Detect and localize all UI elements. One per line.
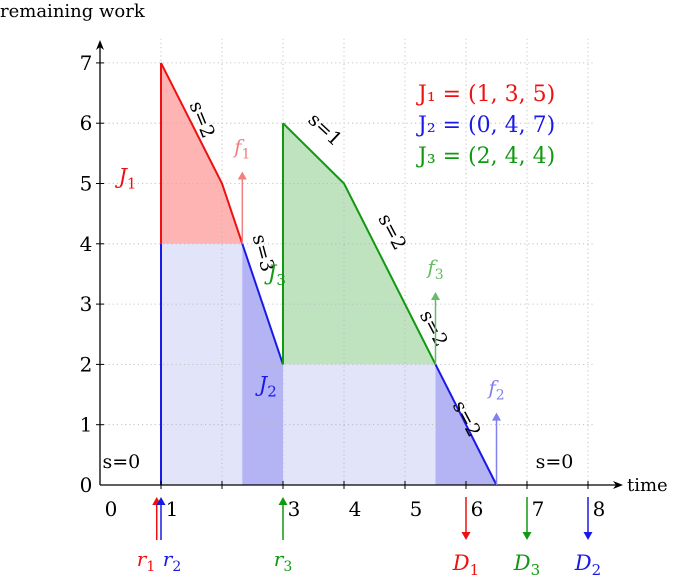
legend-entry-3: J₃ = (2, 4, 4): [416, 144, 555, 169]
x-axis-title: time: [627, 475, 668, 496]
job-1-line: [160, 62, 244, 245]
job-label-1: J1: [114, 165, 136, 193]
y-tick-label-2: 2: [80, 352, 93, 376]
legend-entry-1: J₁ = (1, 3, 5): [416, 82, 555, 107]
x-tick-label-7: 7: [532, 497, 545, 521]
finish-label-3: f3: [425, 255, 443, 283]
job-3-area: [283, 123, 436, 365]
x-tick-label-6: 6: [471, 497, 484, 521]
y-tick-label-0: 0: [80, 473, 93, 497]
y-tick-label-7: 7: [80, 51, 93, 75]
legend-entry-2: J₂ = (0, 4, 7): [416, 113, 555, 138]
finish-arrowhead-1: [237, 171, 247, 180]
release-label-1: r1: [137, 547, 155, 575]
idle-speed-label-2: s=0: [536, 451, 574, 473]
release-label-3: r3: [274, 547, 292, 575]
x-tick-label-1: 1: [166, 497, 179, 521]
job-2-line-a: [241, 243, 284, 365]
job-3-line: [282, 122, 437, 365]
chart-labels: remaining work time 0 1 3 4 5 6 7 8 0 1 2 3 4 5 6 7 J₁ = (…: [0, 1, 668, 521]
x-tick-label-5: 5: [410, 497, 423, 521]
y-tick-label-4: 4: [80, 232, 93, 256]
event-arrows: f1 f3 f2 r1 r2 r3 D1 D3 D2: [137, 134, 601, 579]
speed-label-3: s=1: [304, 109, 347, 151]
deadline-arrowhead-3: [522, 532, 532, 540]
deadline-arrowhead-2: [583, 532, 593, 540]
job-area-fills: [161, 62, 497, 485]
deadline-label-1: D1: [452, 551, 479, 579]
finish-label-2: f2: [486, 376, 504, 404]
release-label-2: r2: [163, 547, 181, 575]
deadline-label-3: D3: [513, 551, 540, 579]
y-tick-label-1: 1: [80, 413, 93, 437]
job-2-line-b: [434, 363, 498, 486]
release-arrowhead-3: [278, 497, 288, 505]
finish-arrowhead-3: [431, 292, 440, 301]
finish-label-1: f1: [232, 134, 250, 162]
deadline-arrowhead-1: [461, 532, 471, 540]
job-label-3: J3: [264, 261, 286, 289]
job-work-lines: [160, 62, 498, 486]
axes: [96, 40, 623, 489]
x-tick-label-0: 0: [105, 497, 118, 521]
x-tick-label-4: 4: [349, 497, 362, 521]
y-tick-label-3: 3: [80, 292, 93, 316]
deadline-label-2: D2: [574, 551, 601, 579]
x-tick-label-8: 8: [593, 497, 606, 521]
y-axis-title: remaining work: [0, 1, 146, 22]
x-axis-arrowhead: [613, 481, 623, 489]
job-1-area: [161, 62, 243, 244]
y-tick-label-6: 6: [80, 111, 93, 135]
idle-speed-label-1: s=0: [102, 451, 140, 473]
release-arrowhead-2: [156, 497, 166, 505]
y-axis-arrowhead: [96, 40, 104, 50]
x-tick-label-3: 3: [288, 497, 301, 521]
speed-label-4: s=2: [373, 210, 410, 254]
finish-arrowhead-2: [492, 412, 501, 421]
y-tick-label-5: 5: [80, 172, 93, 196]
job-label-2: J2: [255, 373, 277, 401]
